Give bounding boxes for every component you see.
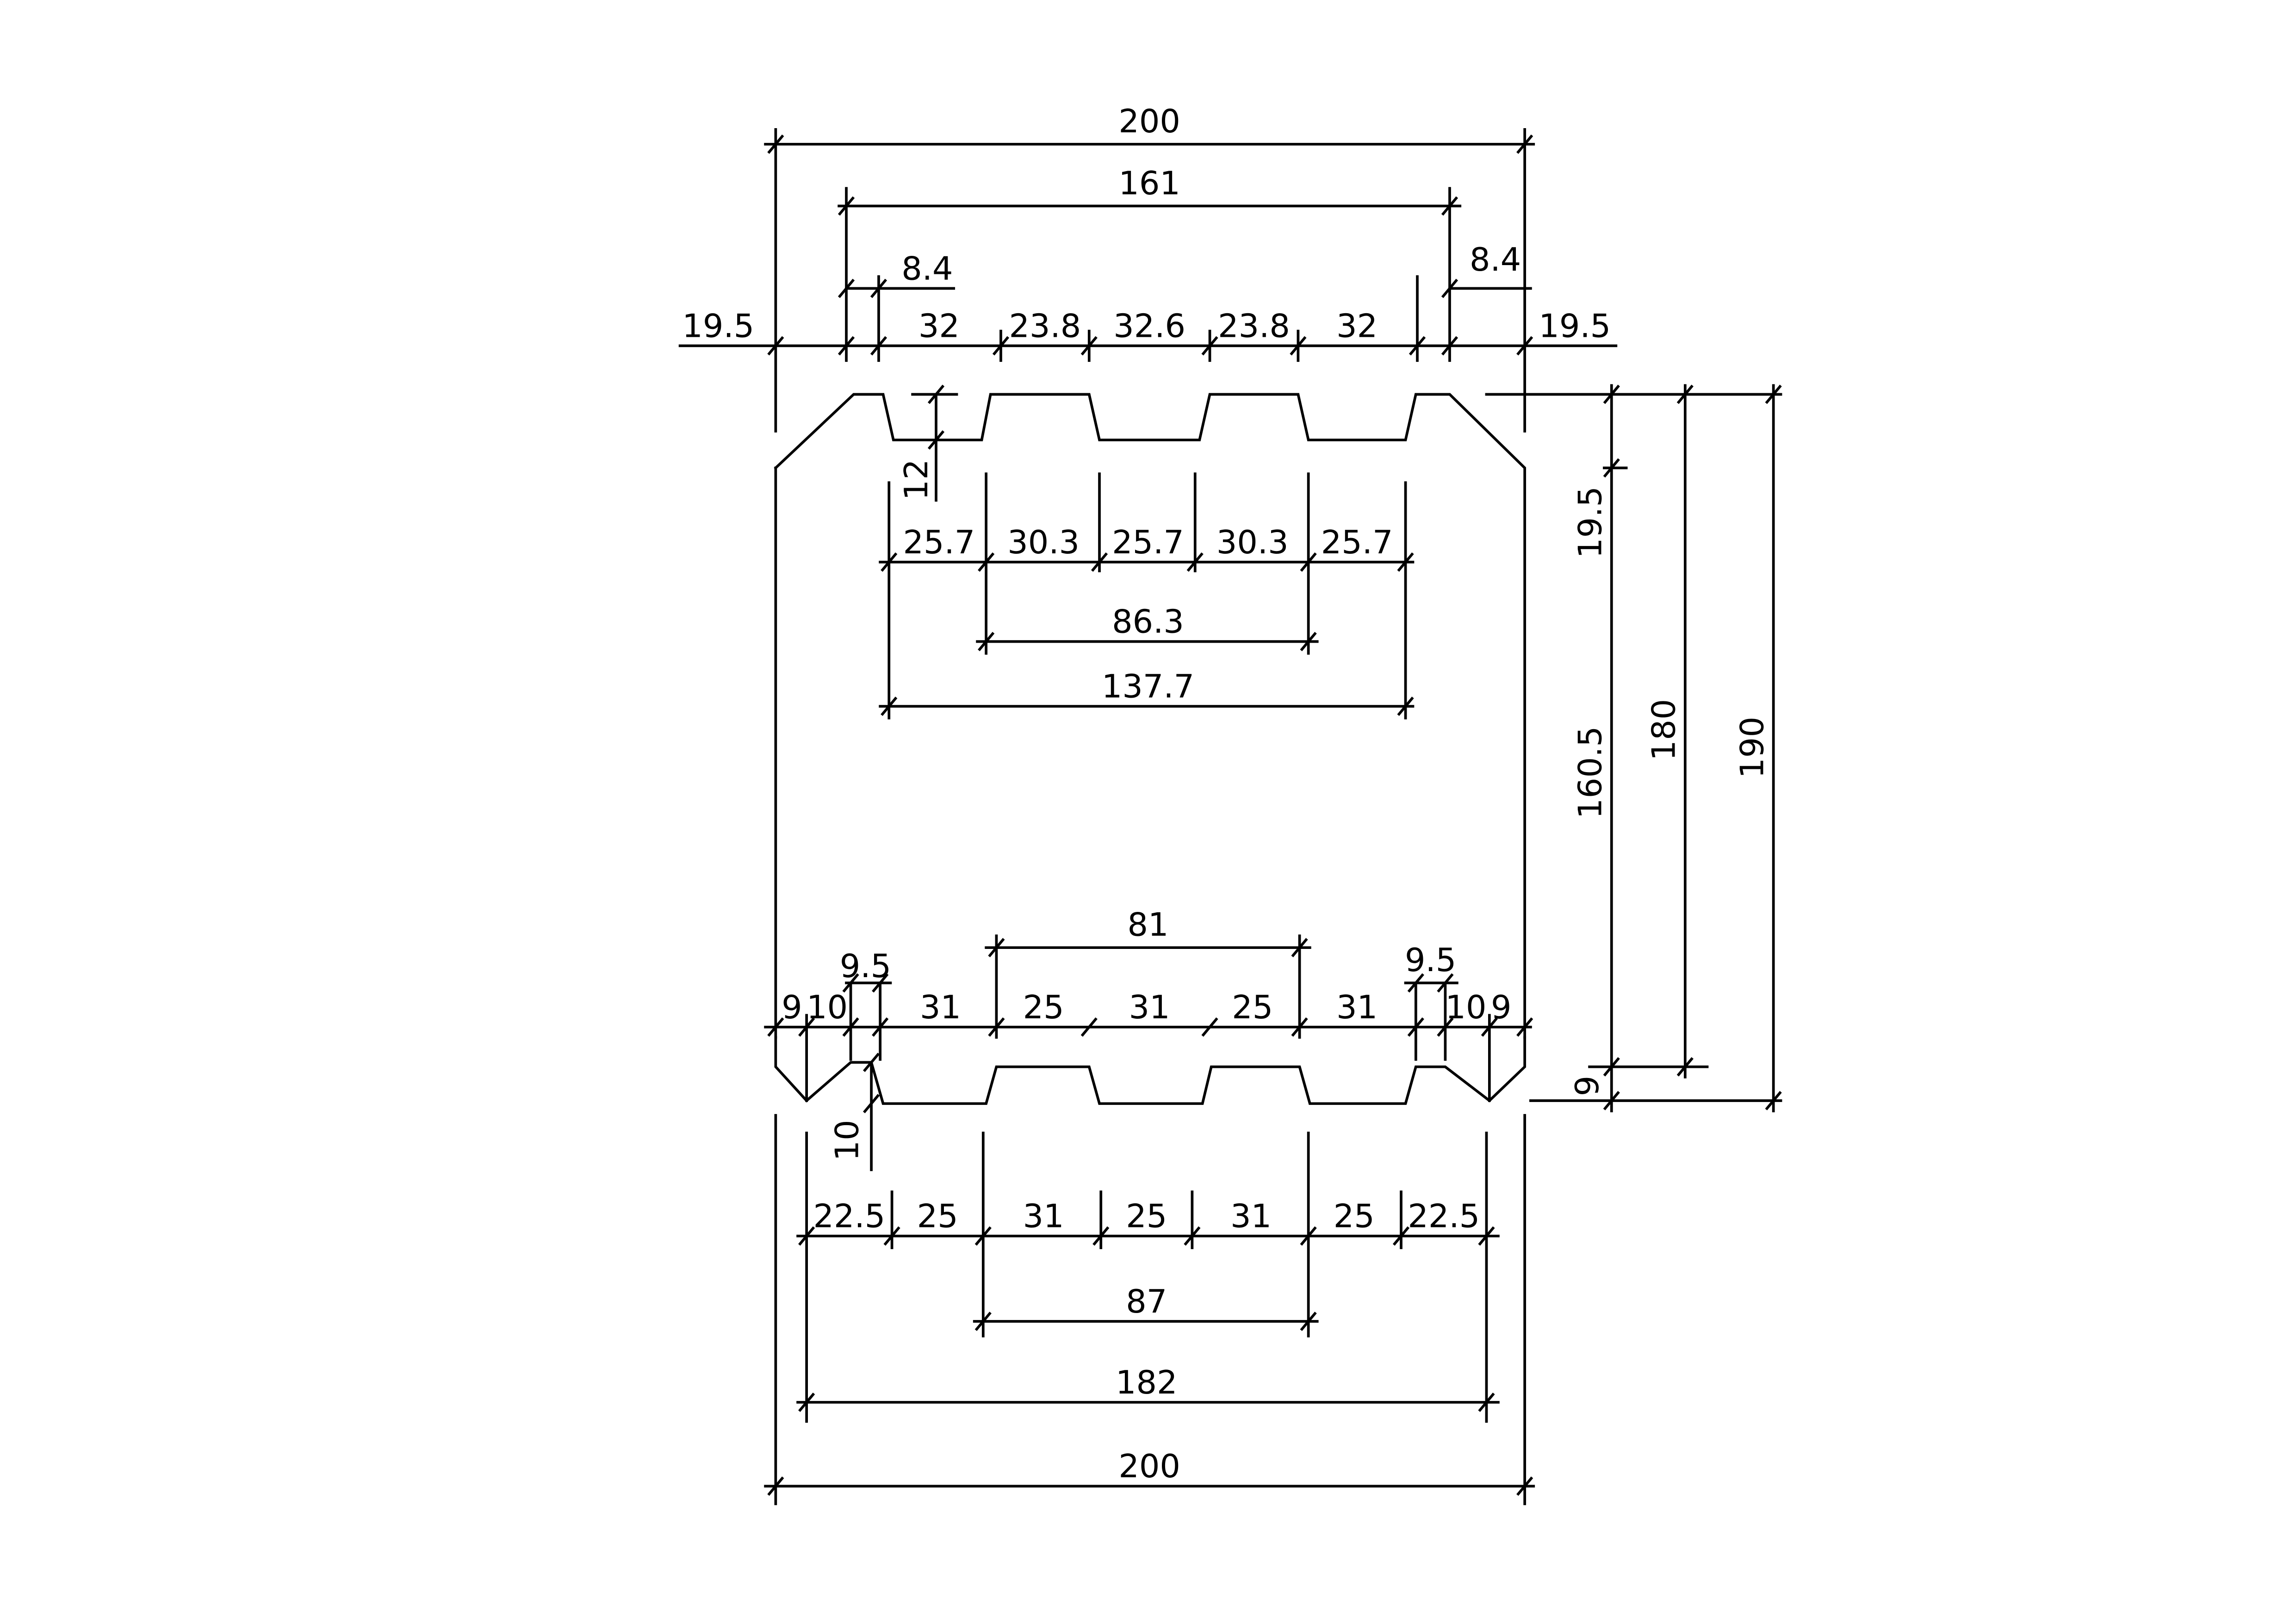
right-height-180-label: 180 — [1645, 699, 1683, 761]
right-height-190-label: 190 — [1733, 717, 1771, 779]
bottom-segment-7-label: 22.5 — [1408, 1197, 1480, 1235]
right-top-part-label: 19.5 — [1572, 486, 1609, 558]
bottom-segment-3-label: 31 — [1023, 1197, 1064, 1235]
bottom-span-182-label: 182 — [1116, 1364, 1178, 1401]
top-left-small-label: 8.4 — [901, 250, 953, 287]
rib-segment-2-label: 30.3 — [1007, 524, 1080, 561]
bottom-rib-segment-4-label: 25 — [1232, 989, 1273, 1026]
top-inner-width-label: 161 — [1118, 165, 1180, 202]
bottom-segment-4-label: 25 — [1126, 1197, 1167, 1235]
bottom-overall-width-label: 200 — [1118, 1448, 1180, 1485]
top-segment-5-label: 32 — [1336, 307, 1378, 345]
bottom-rib-segment-3-label: 31 — [1129, 989, 1170, 1026]
section-outline-bottom — [774, 1036, 1527, 1105]
bottom-segment-5-label: 31 — [1230, 1197, 1272, 1235]
bottom-notch-depth-label: 10 — [828, 1120, 866, 1161]
right-middle-part-label: 160.5 — [1572, 726, 1609, 819]
bottom-rib-left-part-1-label: 9 — [782, 989, 802, 1026]
bottom-segment-2-label: 25 — [917, 1197, 958, 1235]
rib-overall-label: 137.7 — [1102, 668, 1194, 706]
bottom-rib-segment-1-label: 31 — [920, 989, 961, 1026]
bottom-rib-span-label: 81 — [1127, 906, 1168, 944]
bottom-middle-span-label: 87 — [1126, 1283, 1167, 1320]
top-segment-2-label: 23.8 — [1009, 307, 1081, 345]
bottom-rib-left-part-2-label: 10 — [807, 989, 848, 1026]
rib-depth-label: 12 — [898, 459, 935, 500]
bottom-rib-left-small-label: 9.5 — [840, 948, 891, 985]
top-overall-width-label: 200 — [1118, 103, 1180, 140]
rib-segment-3-label: 25.7 — [1112, 524, 1184, 561]
rib-segment-5-label: 25.7 — [1321, 524, 1393, 561]
top-left-edge-label: 19.5 — [682, 307, 754, 345]
top-segment-4-label: 23.8 — [1218, 307, 1290, 345]
rib-middle-span-label: 86.3 — [1112, 603, 1184, 641]
top-right-small-label: 8.4 — [1470, 241, 1521, 279]
top-right-edge-label: 19.5 — [1539, 307, 1611, 345]
top-segment-1-label: 32 — [918, 307, 960, 345]
rib-segment-1-label: 25.7 — [903, 524, 975, 561]
right-bottom-part-label: 9 — [1569, 1076, 1606, 1096]
bottom-segment-6-label: 25 — [1334, 1197, 1375, 1235]
bottom-rib-segment-5-label: 31 — [1336, 989, 1378, 1026]
section-outline-top — [774, 393, 1527, 1039]
rib-segment-4-label: 30.3 — [1216, 524, 1289, 561]
bottom-rib-right-part-2-label: 9 — [1491, 989, 1512, 1026]
bottom-rib-right-small-label: 9.5 — [1405, 942, 1456, 979]
bottom-rib-right-part-1-label: 10 — [1445, 989, 1486, 1026]
bottom-segment-1-label: 22.5 — [813, 1197, 885, 1235]
top-segment-3-label: 32.6 — [1113, 307, 1185, 345]
bottom-rib-segment-2-label: 25 — [1023, 989, 1064, 1026]
